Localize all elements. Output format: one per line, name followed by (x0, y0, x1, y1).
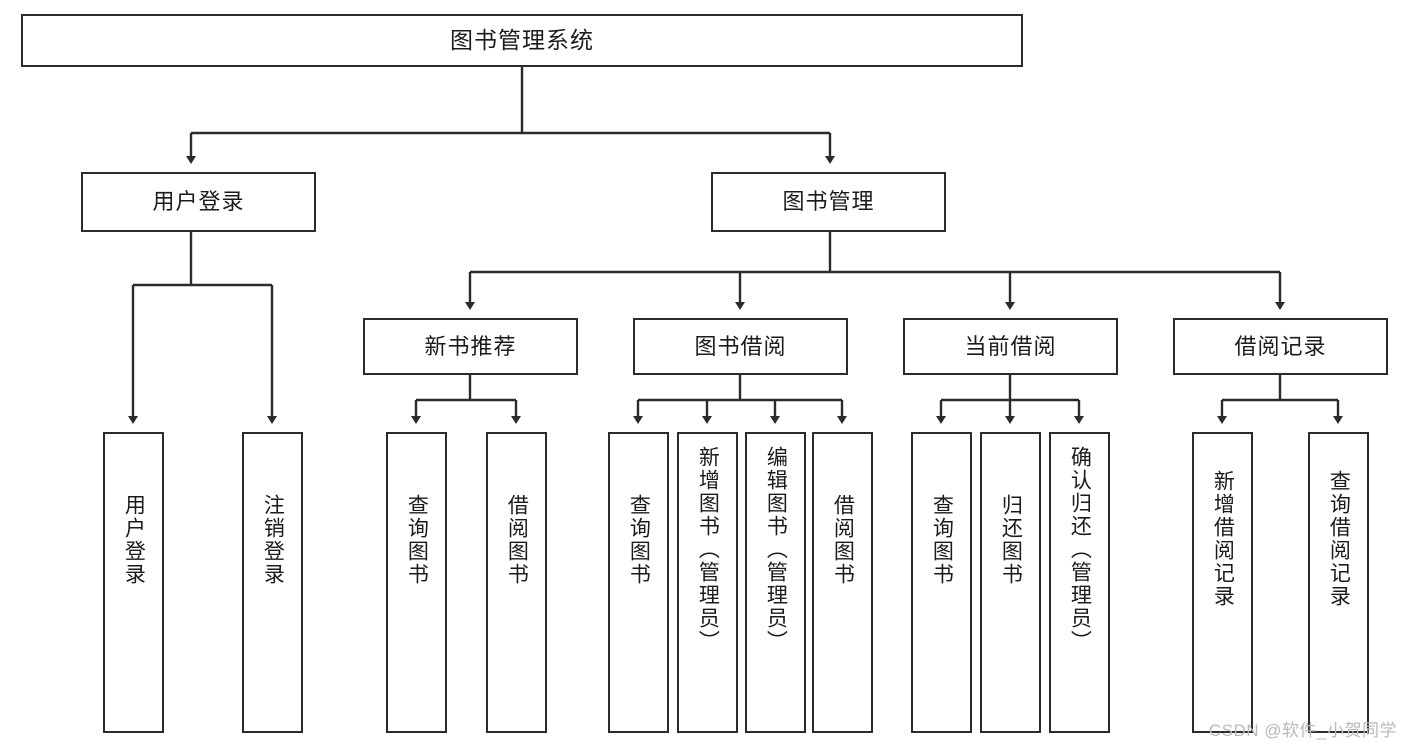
node-leaf-add-book[interactable]: 新增图书（管理员） (677, 432, 738, 733)
node-leaf-add-record[interactable]: 新增借阅记录 (1192, 432, 1253, 733)
node-book-borrow[interactable]: 图书借阅 (633, 318, 848, 375)
node-leaf-edit-book[interactable]: 编辑图书（管理员） (745, 432, 806, 733)
node-user-login-label: 用户登录 (152, 189, 245, 215)
node-current-borrow-label: 当前借阅 (964, 333, 1057, 359)
node-leaf-add-record-label: 新增借阅记录 (1211, 470, 1235, 608)
node-leaf-confirm-return[interactable]: 确认归还（管理员） (1049, 432, 1110, 733)
node-leaf-edit-book-label: 编辑图书（管理员） (764, 446, 788, 653)
node-leaf-add-book-label: 新增图书（管理员） (696, 446, 720, 653)
watermark-text: CSDN @软件_小贺同学 (1208, 721, 1397, 740)
node-borrow-record-label: 借阅记录 (1234, 333, 1327, 359)
node-leaf-query-book-3-label: 查询图书 (930, 494, 954, 586)
node-leaf-confirm-return-label: 确认归还（管理员） (1068, 446, 1092, 653)
node-book-manage[interactable]: 图书管理 (711, 172, 946, 232)
node-user-login[interactable]: 用户登录 (81, 172, 316, 232)
node-current-borrow[interactable]: 当前借阅 (903, 318, 1118, 375)
node-leaf-logout-label: 注销登录 (261, 494, 285, 586)
node-leaf-borrow-book-2[interactable]: 借阅图书 (812, 432, 873, 733)
node-root-label: 图书管理系统 (450, 27, 594, 54)
node-leaf-user-login-label: 用户登录 (122, 494, 146, 586)
node-leaf-return-book[interactable]: 归还图书 (980, 432, 1041, 733)
node-leaf-query-book-1-label: 查询图书 (405, 494, 429, 586)
node-leaf-query-book-1[interactable]: 查询图书 (386, 432, 447, 733)
node-leaf-return-book-label: 归还图书 (999, 494, 1023, 586)
node-leaf-query-book-2-label: 查询图书 (627, 494, 651, 586)
node-leaf-query-book-2[interactable]: 查询图书 (608, 432, 669, 733)
node-new-book-recommend[interactable]: 新书推荐 (363, 318, 578, 375)
node-book-manage-label: 图书管理 (782, 189, 875, 215)
node-leaf-query-record[interactable]: 查询借阅记录 (1308, 432, 1369, 733)
node-leaf-query-record-label: 查询借阅记录 (1327, 470, 1351, 608)
node-root[interactable]: 图书管理系统 (21, 14, 1023, 67)
node-leaf-query-book-3[interactable]: 查询图书 (911, 432, 972, 733)
node-leaf-logout[interactable]: 注销登录 (242, 432, 303, 733)
node-leaf-borrow-book-1-label: 借阅图书 (505, 494, 529, 586)
node-leaf-borrow-book-1[interactable]: 借阅图书 (486, 432, 547, 733)
node-leaf-user-login[interactable]: 用户登录 (103, 432, 164, 733)
node-borrow-record[interactable]: 借阅记录 (1173, 318, 1388, 375)
node-new-book-recommend-label: 新书推荐 (424, 333, 517, 359)
node-leaf-borrow-book-2-label: 借阅图书 (831, 494, 855, 586)
node-book-borrow-label: 图书借阅 (694, 333, 787, 359)
